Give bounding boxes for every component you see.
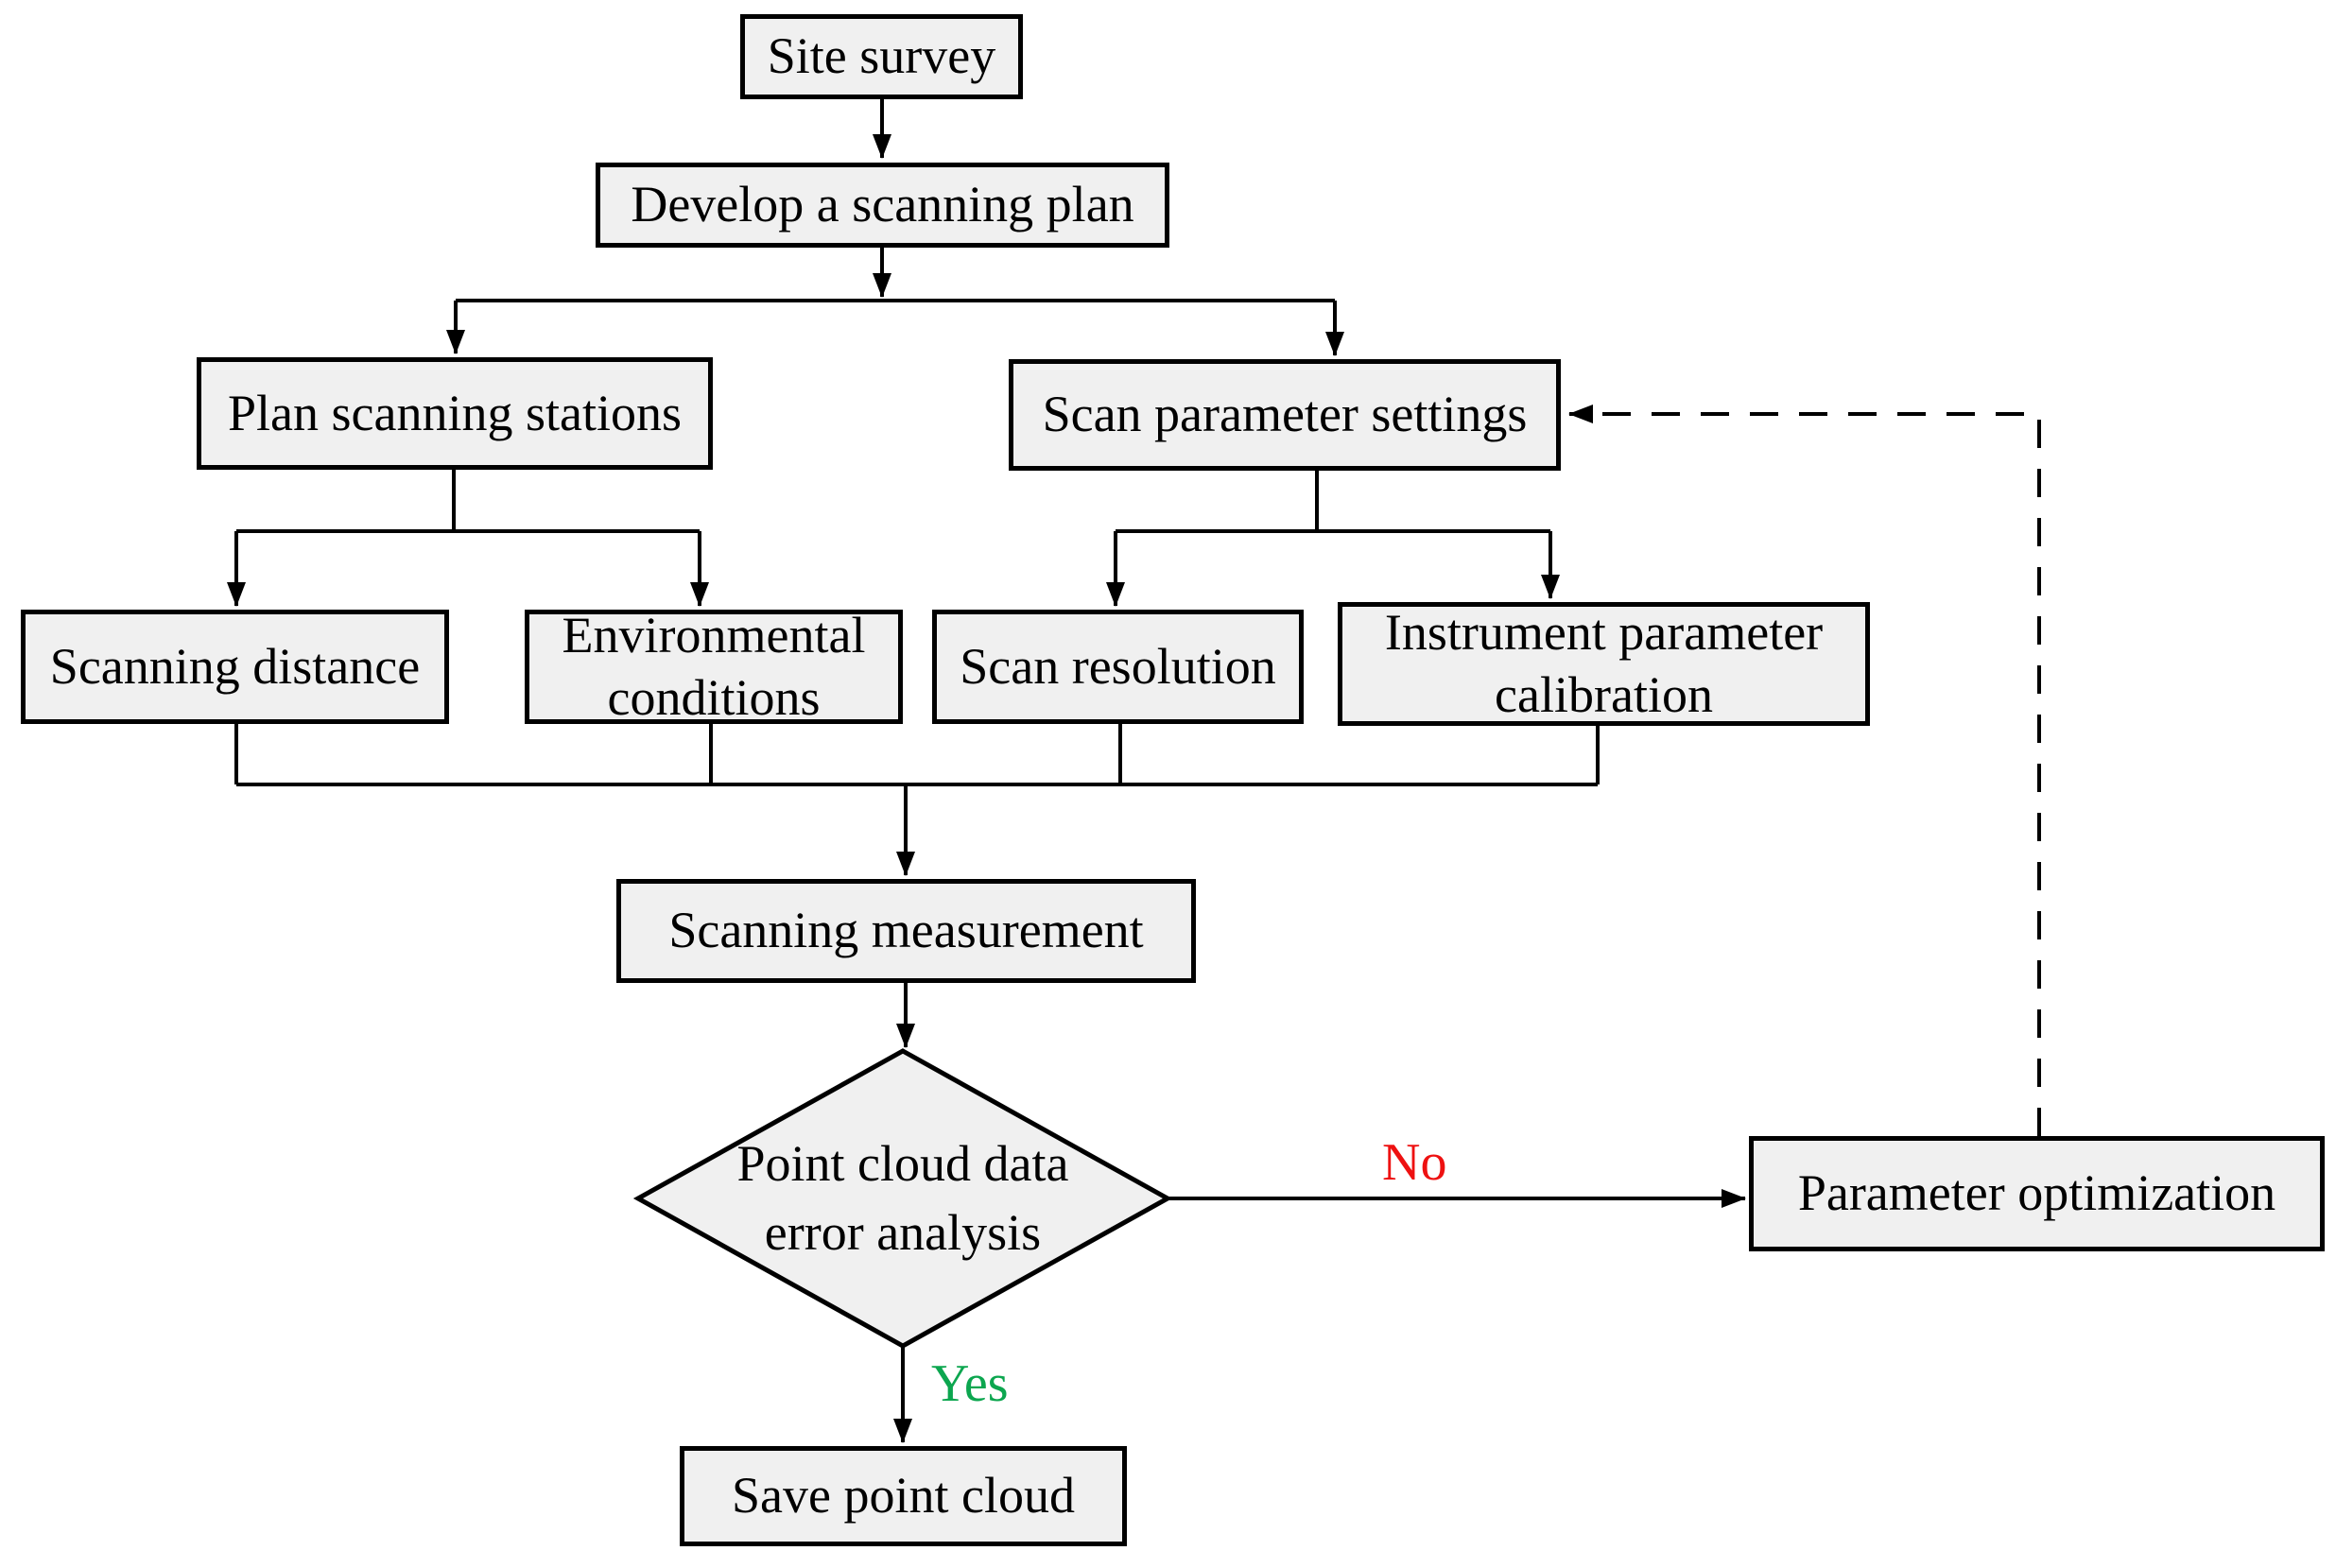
- node-parameter-optimization: Parameter optimization: [1749, 1136, 2325, 1251]
- node-env-conditions-label: Environmental conditions: [562, 606, 866, 726]
- node-site-survey-label: Site survey: [767, 27, 996, 85]
- edge-feedback-dashed: [1568, 405, 2041, 1136]
- node-scan-params-label: Scan parameter settings: [1042, 386, 1528, 443]
- node-instrument-calibration: Instrument parameter calibration: [1338, 602, 1870, 726]
- node-scanning-distance-label: Scanning distance: [49, 637, 421, 695]
- error-analysis-line2: error analysis: [764, 1204, 1042, 1261]
- node-scan-params: Scan parameter settings: [1009, 359, 1561, 471]
- node-error-analysis-label: Point cloud data error analysis: [676, 1115, 1130, 1282]
- edge-label-no: No: [1382, 1133, 1447, 1192]
- node-develop-plan: Develop a scanning plan: [596, 163, 1169, 248]
- node-scanning-measurement-label: Scanning measurement: [668, 902, 1144, 959]
- node-instrument-calibration-label: Instrument parameter calibration: [1384, 603, 1824, 723]
- node-scanning-measurement: Scanning measurement: [616, 879, 1196, 983]
- node-parameter-optimization-label: Parameter optimization: [1797, 1164, 2276, 1222]
- node-save-point-cloud: Save point cloud: [680, 1446, 1127, 1546]
- node-env-conditions: Environmental conditions: [525, 607, 903, 726]
- node-scan-resolution: Scan resolution: [932, 610, 1304, 724]
- edge-label-yes: Yes: [931, 1354, 1009, 1413]
- node-scanning-distance: Scanning distance: [21, 610, 449, 724]
- node-site-survey: Site survey: [740, 14, 1023, 99]
- node-plan-stations-label: Plan scanning stations: [228, 384, 682, 441]
- node-save-point-cloud-label: Save point cloud: [732, 1467, 1075, 1525]
- error-analysis-line1: Point cloud data: [736, 1135, 1069, 1193]
- node-scan-resolution-label: Scan resolution: [960, 637, 1276, 695]
- node-plan-stations: Plan scanning stations: [197, 357, 713, 470]
- node-develop-plan-label: Develop a scanning plan: [631, 176, 1134, 233]
